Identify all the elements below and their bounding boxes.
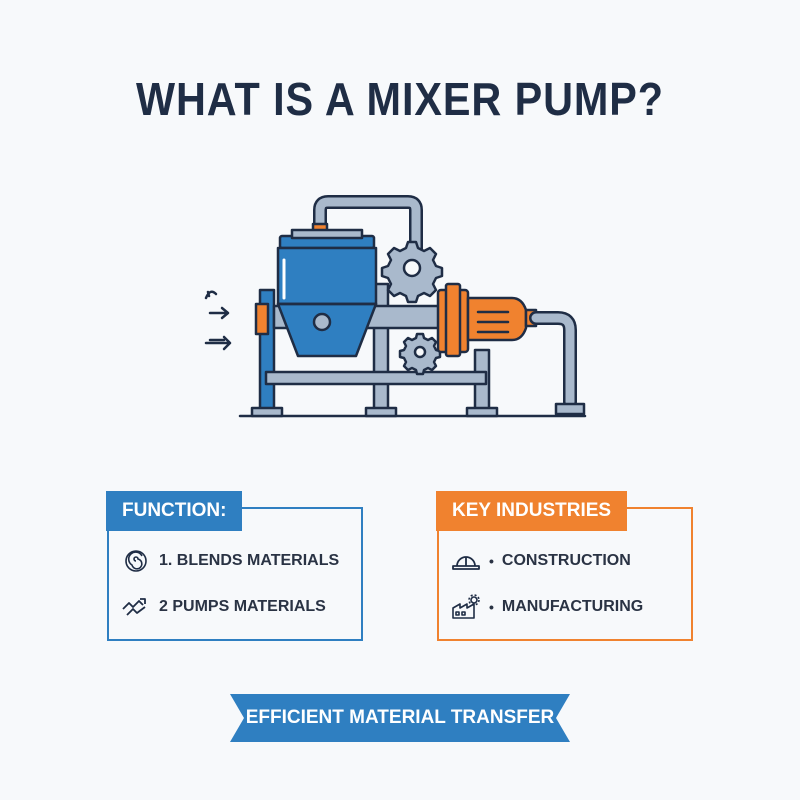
page-title: WHAT IS A MIXER PUMP? (136, 73, 664, 125)
function-card: FUNCTION: 1. BLENDS MATERIALS 2 PUMPS MA… (106, 491, 363, 641)
hard-hat-icon (451, 549, 481, 573)
ribbon-shape (230, 694, 570, 742)
bullet: • (489, 599, 494, 615)
bullet: • (489, 553, 494, 569)
industries-card: KEY INDUSTRIES • CONSTRUCTION • MANUFACT… (436, 491, 693, 641)
factory-icon (451, 594, 481, 619)
function-item: 1. BLENDS MATERIALS (121, 549, 339, 573)
intake-arrows-icon (204, 290, 232, 351)
function-item-label: 2 PUMPS MATERIALS (159, 598, 326, 615)
tank-port (312, 312, 332, 332)
banner-text: EFFICIENT MATERIAL TRANSFER (245, 707, 555, 728)
arrows-icon (121, 595, 151, 619)
frame-rail (264, 370, 488, 386)
function-item-label: 1. BLENDS MATERIALS (159, 552, 340, 569)
function-item: 2 PUMPS MATERIALS (121, 595, 326, 619)
function-card-header: FUNCTION: (106, 491, 243, 531)
pump-motor (466, 296, 528, 342)
tank-cone (276, 302, 378, 358)
swirl-icon (121, 549, 151, 573)
industries-card-header: KEY INDUSTRIES (436, 491, 628, 531)
ribbon-banner: EFFICIENT MATERIAL TRANSFER (230, 694, 570, 742)
industry-item-label: CONSTRUCTION (501, 552, 631, 569)
large-gear-icon (380, 240, 444, 304)
industry-item-label: MANUFACTURING (501, 598, 644, 615)
mixer-pump-illustration (204, 195, 587, 418)
industry-item: • CONSTRUCTION (451, 549, 631, 573)
small-gear-icon (398, 332, 442, 376)
mixing-tank (276, 246, 378, 306)
left-flange (254, 302, 270, 336)
industry-item: • MANUFACTURING (451, 594, 644, 619)
